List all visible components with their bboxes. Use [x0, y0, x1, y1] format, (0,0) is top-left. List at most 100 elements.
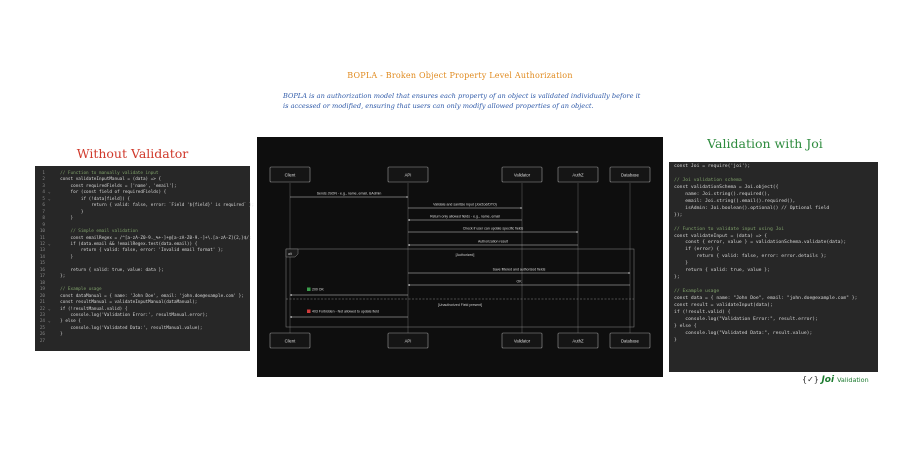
participant-label: API [405, 339, 412, 344]
code-line: console.log("Validated Data:", result.va… [674, 330, 813, 336]
participant-label: Client [285, 339, 297, 344]
line-number: 8 [42, 216, 45, 222]
cross-icon [307, 309, 311, 313]
line-number: 11 [39, 235, 45, 241]
code-line: 25 console.log('Validated Data:', result… [35, 326, 250, 332]
code-text: const requiredFields = ['name', 'email']… [55, 183, 177, 189]
line-number: 7 [42, 209, 45, 215]
code-line: 14 } [35, 255, 250, 261]
alt-frame [285, 248, 635, 328]
code-line: 8 } [35, 216, 250, 222]
message-label: Authorization result [478, 240, 508, 244]
code-line: const Joi = require('joi'); [674, 164, 751, 169]
code-line: 6 return { valid: false, error: `Field '… [35, 203, 254, 209]
code-text: if (!data[field]) { [55, 196, 131, 202]
message-label: Save filtered and authorized fields [493, 268, 546, 272]
participant-box [387, 166, 429, 183]
code-line: 27 [35, 339, 250, 345]
code-line: } else { [674, 323, 697, 329]
line-number: 17 [39, 274, 45, 280]
line-number: 26 [39, 332, 45, 338]
code-line: 26 } [35, 332, 250, 338]
code-text: for (const field of requiredFields) { [55, 190, 167, 196]
code-line: 1 // Function to manually validate input [35, 171, 250, 177]
fold-chevron-icon: ⌄ [48, 190, 51, 196]
joi-logo-mark: {✓} [802, 375, 819, 384]
code-line: } [674, 261, 689, 267]
line-number: 9 [42, 222, 45, 228]
message-label: Validate and sanitize input (Joi/Zod/DTO… [433, 203, 497, 207]
message-label: Sends JSON - e.g., name, email, isAdmin [317, 192, 382, 196]
message-label: 200 OK [312, 287, 325, 291]
code-line: // Example usage [674, 289, 720, 295]
code-line: 9 [35, 223, 250, 229]
participant-box [557, 166, 599, 183]
right-heading: Validation with Joi [707, 136, 823, 151]
participant-box [609, 166, 651, 183]
code-line: return { valid: true, value }; [674, 268, 770, 274]
message-label: Check if user can update specific fields [463, 227, 524, 231]
code-line: console.log("Validation Error:", result.… [674, 316, 818, 322]
participant-label: AuthZ [572, 339, 584, 344]
code-line: 15 [35, 261, 250, 267]
code-line: 22⌄ if (!resultManual.valid) { [35, 307, 250, 313]
line-number: 16 [39, 267, 45, 273]
line-number: 3 [42, 183, 45, 189]
code-text: } [55, 209, 84, 215]
code-line: if (!result.valid) { [674, 309, 731, 315]
line-number: 24 [39, 319, 45, 325]
code-line: 3 const requiredFields = ['name', 'email… [35, 184, 250, 190]
fold-chevron-icon: ⌄ [48, 241, 51, 247]
code-line: } [674, 337, 677, 343]
code-text: return { valid: false, error: `Field '${… [55, 203, 255, 209]
code-text: } [55, 254, 74, 260]
code-line: const data = { name: "John Doe", email: … [674, 296, 858, 302]
code-text: } [55, 332, 63, 338]
line-number: 6 [42, 203, 45, 209]
message-label: Return only allowed fields - e.g., name,… [430, 215, 500, 219]
code-text: return { valid: true, value: data }; [55, 267, 164, 273]
participant-box [609, 332, 651, 349]
line-number: 19 [39, 287, 45, 293]
code-line: }; [674, 275, 680, 281]
page-title: BOPLA - Broken Object Property Level Aut… [347, 71, 573, 80]
code-text: }; [55, 274, 66, 280]
line-number: 5 [42, 196, 45, 202]
code-line: 11 const emailRegex = /^[a-zA-Z0-9._%+-]… [35, 235, 252, 242]
code-line: 4⌄ for (const field of requiredFields) { [35, 190, 250, 196]
code-text: // Example usage [55, 287, 102, 293]
code-line: 2 const validateInputManual = (data) => … [35, 177, 250, 183]
code-line: // Joi validation schema [674, 177, 742, 183]
fold-chevron-icon: ⌄ [48, 196, 51, 202]
code-text: if (data.email && !emailRegex.test(data.… [55, 241, 198, 247]
description: BOPLA is an authorization model that ens… [283, 92, 641, 110]
code-line [674, 220, 873, 227]
participant-label: Database [621, 339, 640, 344]
participant-box [269, 332, 311, 349]
code-line: 18 [35, 281, 250, 287]
code-line: 10 // Simple email validation [35, 229, 250, 235]
code-line: 23 console.log('Validation Error:', resu… [35, 313, 250, 319]
participant-label: API [405, 173, 412, 178]
fold-chevron-icon: ⌄ [48, 306, 51, 312]
participant-box [501, 166, 543, 183]
code-text: const validateInputManual = (data) => { [55, 177, 162, 183]
code-line: 13 return { valid: false, error: 'Invali… [35, 248, 250, 254]
line-number: 12 [39, 241, 45, 247]
code-line: 12⌄ if (data.email && !emailRegex.test(d… [35, 242, 250, 248]
line-number: 1 [42, 171, 45, 176]
line-number: 18 [39, 280, 45, 286]
code-line: 24⌄ } else { [35, 319, 250, 325]
line-number: 14 [39, 254, 45, 260]
code-text: console.log('Validation Error:', resultM… [55, 312, 208, 318]
line-number: 13 [39, 248, 45, 254]
line-number: 2 [42, 177, 45, 183]
alt-tag [285, 248, 299, 258]
code-text: console.log('Validated Data:', resultMan… [55, 325, 203, 331]
participant-box [501, 332, 543, 349]
alt-label: alt [288, 252, 292, 256]
code-line: if (error) { [674, 247, 720, 253]
manual-validation-code-block: 1 // Function to manually validate input… [35, 166, 254, 351]
participant-label: Database [621, 173, 640, 178]
